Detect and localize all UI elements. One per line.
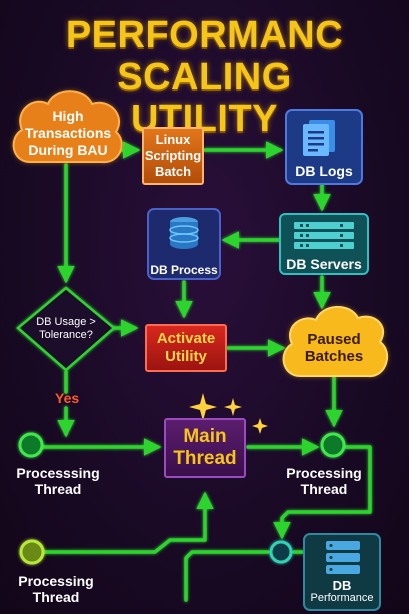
db-performance-label: DB Performance xyxy=(304,579,380,605)
cloud-high-transactions xyxy=(12,90,123,164)
processing-right-node xyxy=(320,432,346,458)
paused-batches-label: Paused Batches xyxy=(304,331,364,365)
title-line-1: PERFORMANC SCALING xyxy=(65,14,344,98)
server-stack-icon xyxy=(326,541,360,574)
db-performance-line-2: Performance xyxy=(310,592,374,604)
linux-scripting-batch-label: Linux Scripting Batch xyxy=(144,132,202,179)
document-icon xyxy=(303,120,335,156)
decision-diamond xyxy=(16,286,116,372)
processing-left-label: Processsing Thread xyxy=(16,465,100,497)
db-performance-junction xyxy=(269,540,293,564)
processing-bottom-label: Processing Thread xyxy=(18,573,94,605)
processing-right-label: Processing Thread xyxy=(286,465,362,497)
processing-left-node xyxy=(18,432,44,458)
high-transactions-label: High Transactions During BAU xyxy=(24,108,112,158)
page-title: PERFORMANC SCALING UTILITY xyxy=(0,14,409,140)
wire-bottom-to-main xyxy=(42,491,214,554)
activate-utility-label: Activate Utility xyxy=(156,330,216,365)
db-servers-label: DB Servers xyxy=(286,256,362,272)
sparkle-icon xyxy=(189,393,268,434)
yes-label: Yes xyxy=(55,390,80,406)
server-rack-icon xyxy=(294,222,354,249)
cloud-paused-batches xyxy=(282,306,389,378)
db-process-label: DB Process xyxy=(150,263,218,277)
db-performance-line-1: DB xyxy=(332,578,352,593)
decision-label: DB Usage > Tolerance? xyxy=(36,316,96,341)
main-thread-label: Main Thread xyxy=(173,426,237,469)
linux-scripting-batch: Linux Scripting Batch xyxy=(142,127,204,185)
activate-utility: Activate Utility xyxy=(145,324,227,372)
wire-right-to-db-perf xyxy=(273,445,372,540)
wire-db-perf-left xyxy=(184,550,270,602)
database-icon xyxy=(169,217,199,249)
db-logs-label: DB Logs xyxy=(295,163,353,179)
processing-bottom-node xyxy=(19,539,45,565)
main-thread: Main Thread xyxy=(164,418,246,478)
